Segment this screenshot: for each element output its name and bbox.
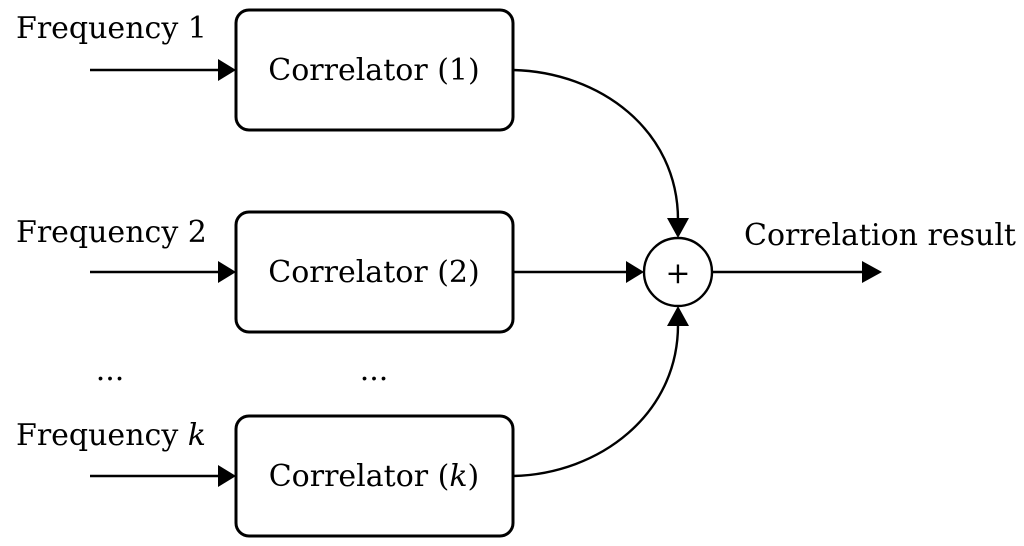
input-ellipsis: ...	[96, 353, 125, 388]
input-label-1-index: 1	[188, 11, 207, 46]
input-label-1: Frequency 1	[16, 11, 207, 46]
input-row-1: Frequency 1 Correlator (1)	[16, 8, 515, 132]
input-label-k: Frequency k	[16, 418, 206, 453]
connector-k-to-sum	[512, 324, 680, 478]
input-row-k: Frequency k Correlator (k)	[16, 414, 515, 538]
correlator-ellipsis: ...	[360, 353, 389, 388]
correlator-label-k-index: k	[449, 459, 467, 494]
input-label-k-index: k	[188, 418, 206, 453]
input-row-2: Frequency 2 Correlator (2)	[16, 210, 515, 334]
connector-k-arrowhead	[667, 306, 689, 326]
connector-1-to-sum	[512, 68, 680, 221]
output-label: Correlation result	[744, 218, 1016, 253]
correlator-label-2: Correlator (2)	[268, 255, 479, 290]
correlator-label-1: Correlator (1)	[268, 53, 479, 88]
summing-junction-symbol: +	[665, 256, 690, 291]
input-arrowhead-2	[218, 261, 236, 283]
connector-2-arrowhead	[626, 261, 644, 283]
connector-1-arrowhead	[667, 218, 689, 238]
output-arrowhead	[862, 261, 882, 283]
input-label-2-index: 2	[188, 215, 207, 250]
summing-junction: +	[642, 236, 714, 308]
input-label-2: Frequency 2	[16, 215, 207, 250]
input-arrowhead-1	[218, 59, 236, 81]
input-arrowhead-k	[218, 465, 236, 487]
correlator-label-1-index: 1	[449, 53, 468, 88]
correlator-label-2-index: 2	[449, 255, 468, 290]
correlator-label-k: Correlator (k)	[269, 459, 480, 494]
